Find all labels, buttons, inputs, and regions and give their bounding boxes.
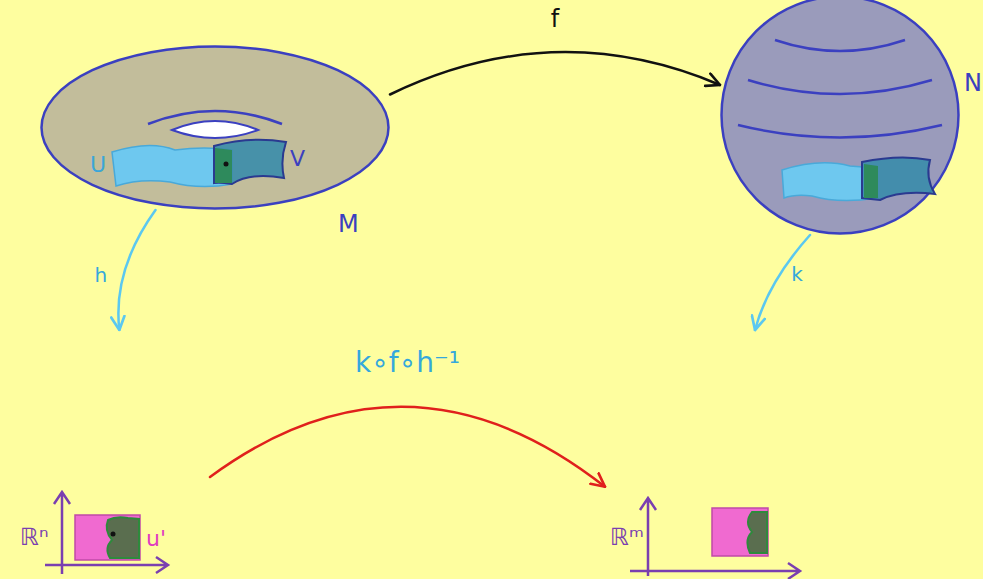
torus-manifold-outline [40,45,390,210]
sphere-manifold-shape [722,0,959,234]
map-label: k [788,263,806,286]
chart-patch-u [112,145,232,186]
chart-arrow [118,210,155,330]
chart-arrow [755,235,810,330]
torus-manifold-shape [42,47,389,209]
map-label: f [548,6,562,34]
transition-arrow [210,407,605,487]
euclidean-space: ℝᵐ [605,330,805,575]
axis [630,563,800,579]
sphere-line [748,80,932,94]
axis [45,557,168,573]
overlap-region [215,148,232,183]
space-label: ℝⁿ [20,524,49,552]
euclidean-space: ℝⁿ [25,330,210,575]
overlap-image [747,512,767,553]
torus-hole [172,121,258,138]
sphere-line [738,125,942,138]
torus-manifold: M [40,45,390,210]
chart-domain [712,508,768,556]
axis [54,492,70,574]
sphere-line [775,40,905,51]
overlap-image [107,517,139,558]
chart-patch-v [214,140,286,184]
sphere-manifold: N [720,0,960,235]
space-label: ℝᵐ [610,524,644,552]
image-patch-u [782,163,876,201]
chart-domain [75,515,140,560]
set-label: U [90,152,106,177]
space-label: N [964,70,982,98]
axis [640,498,656,576]
torus-hole-arc [148,111,282,124]
map-label: h [92,264,111,287]
map-arrow [390,52,720,94]
point [224,162,229,167]
map-label: k∘f∘h⁻¹ [352,347,463,379]
image-patch-v [862,157,935,200]
point [111,532,116,537]
sphere-manifold-outline [720,0,960,235]
set-label: V [290,146,305,171]
overlap-region [864,164,878,198]
set-label: u' [146,526,166,551]
space-label: M [338,211,359,239]
